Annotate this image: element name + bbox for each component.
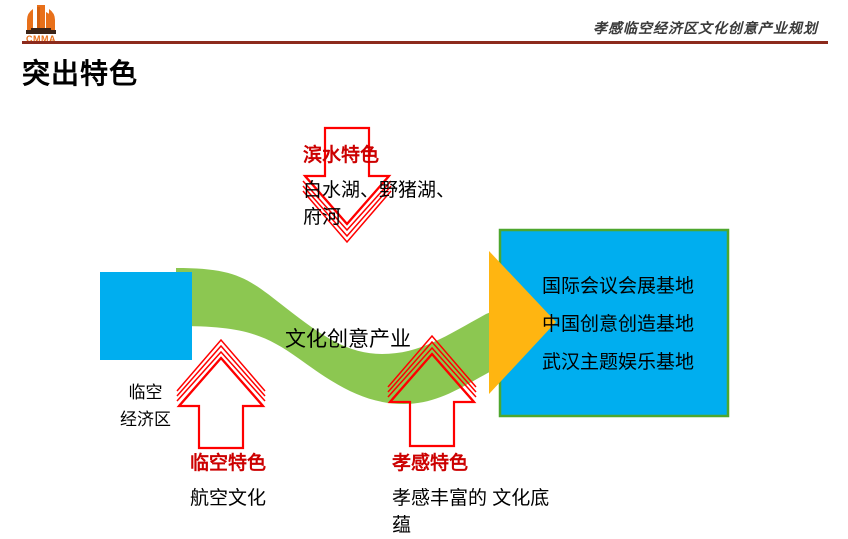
cmma-logo: CMMA [20,3,68,43]
left-box-line-1: 临空 [128,383,163,402]
left-box-line-2: 经济区 [120,410,171,429]
page-title: 突出特色 [22,58,139,89]
annotation-waterfront: 滨水特色 白水湖、野猪湖、府河 [303,140,473,231]
annotation-airport-economy-heading: 临空特色 [190,453,267,474]
svg-text:CMMA: CMMA [26,34,56,43]
annotation-waterfront-heading: 滨水特色 [303,145,380,166]
left-blue-box [100,272,192,360]
annotation-xiaogan-culture-heading: 孝感特色 [392,453,469,474]
left-box-label: 临空 经济区 [103,379,188,433]
orange-triangle-arrow [489,251,556,394]
green-wave-band [176,268,506,404]
annotation-waterfront-body: 白水湖、野猪湖、府河 [303,180,456,228]
band-label: 文化创意产业 [285,328,411,351]
annotation-xiaogan-culture-body: 孝感丰富的 文化底蕴 [392,488,550,536]
up-arrow-left [176,338,266,450]
annotation-xiaogan-culture: 孝感特色 孝感丰富的 文化底蕴 [392,448,552,539]
up-arrow-middle [387,334,477,448]
annotation-airport-economy: 临空特色 航空文化 [190,448,340,512]
annotation-airport-economy-body: 航空文化 [190,488,267,509]
header-divider [22,41,828,44]
right-box-line-1: 国际会议会展基地 [541,276,694,297]
diagram-canvas [100,126,730,450]
cmma-logo-icon: CMMA [26,5,56,43]
right-box-label: 国际会议会展基地 中国创意创造基地 武汉主题娱乐基地 [512,268,724,382]
feature-diagram: 临空 经济区 国际会议会展基地 中国创意创造基地 武汉主题娱乐基地 文化创意产业… [0,96,848,536]
down-arrow [302,126,392,244]
right-box-line-3: 武汉主题娱乐基地 [541,352,694,373]
right-box-line-2: 中国创意创造基地 [541,314,694,335]
header-subtitle: 孝感临空经济区文化创意产业规划 [593,21,818,37]
page-header: CMMA 孝感临空经济区文化创意产业规划 [0,0,848,46]
